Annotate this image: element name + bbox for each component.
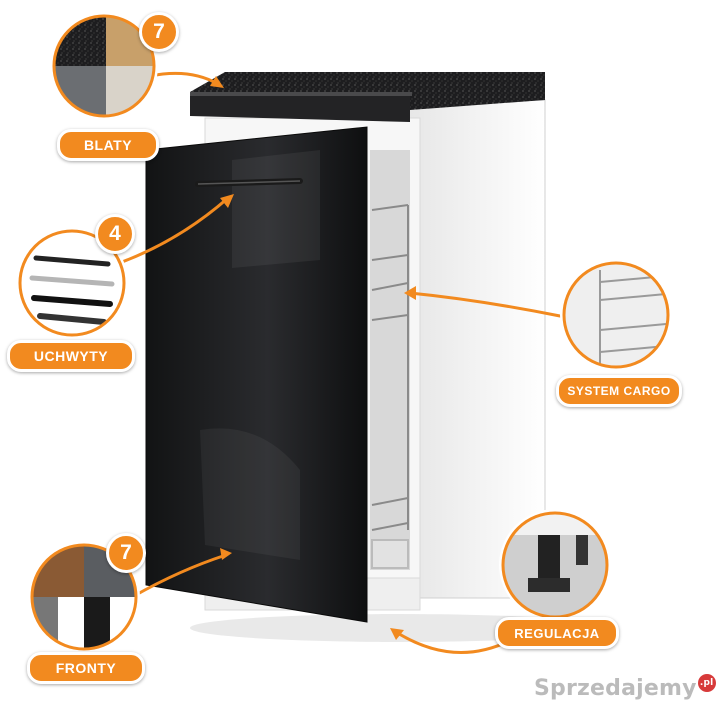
cabinet-front [145,126,368,623]
system-cargo-sample-circle [560,259,672,371]
countertop [190,72,545,122]
watermark-suffix: .pl [697,674,716,692]
callout-arrows [120,71,562,654]
watermark: Sprzedajemy.pl [534,674,716,701]
blaty-swatch-circle [50,12,158,120]
fronty-count-badge: 7 [106,533,146,573]
blaty-count-badge: 7 [139,12,179,52]
regulacja-label: REGULACJA [495,617,619,649]
cargo-basket [371,204,409,569]
watermark-text: Sprzedajemy [534,676,697,701]
uchwyty-count-badge: 4 [95,214,135,254]
fronty-label: FRONTY [27,652,145,684]
arrow-heads [210,76,416,640]
uchwyty-label: UCHWYTY [7,340,135,372]
regulacja-sample-circle [499,509,611,621]
blaty-label: BLATY [57,129,159,161]
system-cargo-label: SYSTEM CARGO [556,375,682,407]
